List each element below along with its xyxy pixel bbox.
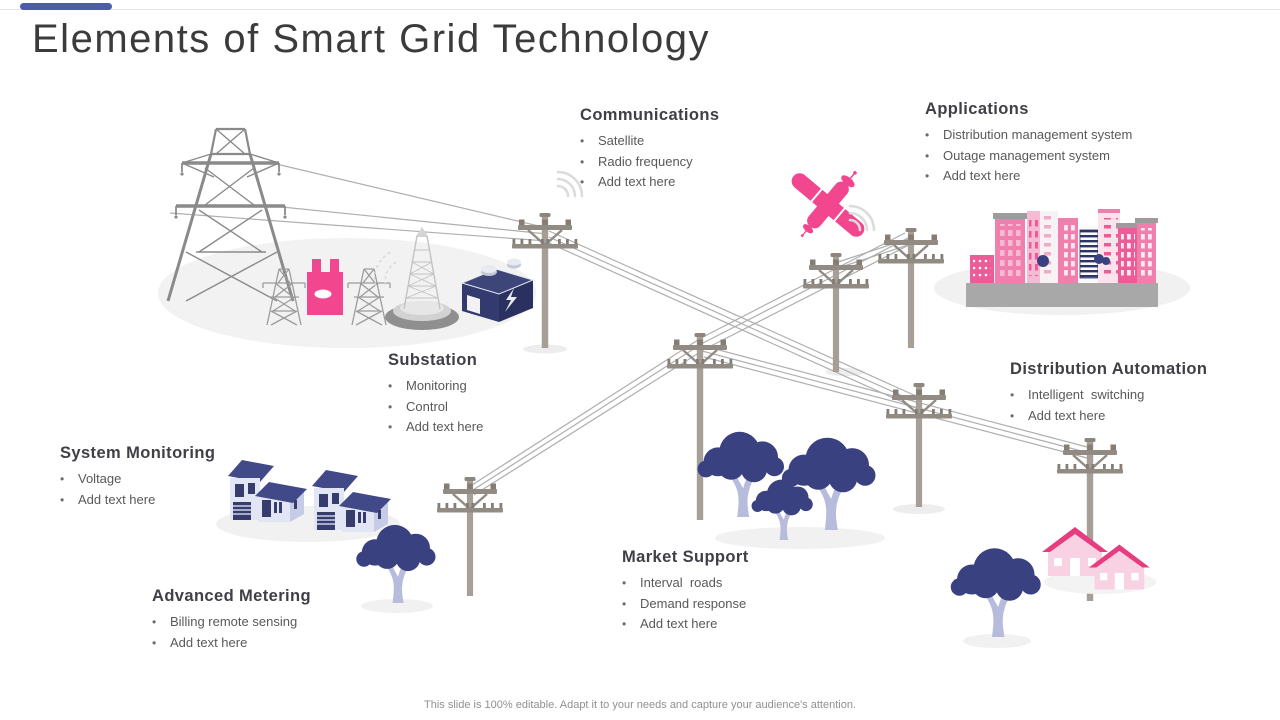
substation-title: Substation <box>388 351 478 369</box>
list-item: • Demand response <box>622 594 749 615</box>
bullet-text: Satellite <box>598 133 645 148</box>
utility-pole-icon <box>884 381 954 507</box>
bullet-text: Voltage <box>78 471 122 486</box>
bullet-text: Add text here <box>406 419 484 434</box>
bullet-dot: • <box>622 596 627 611</box>
suburb-house-icon <box>311 469 392 533</box>
page-title: Elements of Smart Grid Technology <box>32 17 710 61</box>
utility-pole-icon <box>801 251 871 372</box>
bullet-text: Add text here <box>943 168 1021 183</box>
list-item: • Monitoring <box>388 376 483 397</box>
top-divider <box>0 9 1280 10</box>
bullet-text: Add text here <box>78 491 156 507</box>
distribution-automation-title: Distribution Automation <box>1010 360 1208 378</box>
list-item: • Billing remote sensing <box>152 612 311 633</box>
list-item: • Intelligent switching <box>1010 385 1207 406</box>
bullet-text: Radio frequency <box>598 153 693 169</box>
section-advanced-metering: Advanced Metering • Billing remote sensin… <box>152 587 311 653</box>
section-substation: Substation • Monitoring • Control • Add tex… <box>388 351 483 438</box>
bullet-text: Add text here <box>640 616 718 631</box>
bullet-dot: • <box>925 148 930 163</box>
bullet-text: Billing remote sensing <box>170 614 298 629</box>
section-applications: Applications • Distribution management sy… <box>925 100 1132 187</box>
distribution-automation-list: • Intelligent switching • Add text here <box>1010 385 1207 426</box>
system-monitoring-title: System Monitoring <box>60 444 216 462</box>
pink-house-icon <box>1042 527 1156 594</box>
city-buildings-icon <box>966 209 1158 307</box>
tree-icon <box>950 548 1041 637</box>
list-item: • Radio frequency <box>580 152 719 173</box>
telecom-tower-icon <box>373 227 459 330</box>
bullet-dot: • <box>152 635 157 650</box>
list-item: • Add text here <box>60 490 215 511</box>
list-item: • Add text here <box>622 614 749 635</box>
bullet-dot: • <box>388 420 393 434</box>
list-item: • Add text here <box>580 172 719 193</box>
bullet-text: Control <box>406 398 448 414</box>
list-item: • Add text here <box>925 166 1132 187</box>
section-market-support: Market Support • Interval roads • Demand r… <box>622 548 749 635</box>
bullet-dot: • <box>580 134 585 148</box>
system-monitoring-list: • Voltage • Add text here <box>60 469 215 510</box>
section-communications: Communications • Satellite • Radio frequen… <box>580 106 719 193</box>
section-distribution-automation: Distribution Automation • Intelligent swi… <box>1010 360 1207 426</box>
communications-list: • Satellite • Radio frequency • Add text he… <box>580 131 719 193</box>
bullet-text: Outage management system <box>943 147 1110 163</box>
bullet-text: Add text here <box>170 634 248 650</box>
advanced-metering-list: • Billing remote sensing • Add text here <box>152 612 311 653</box>
bullet-dot: • <box>152 615 157 629</box>
wifi-signal-icon <box>554 167 584 202</box>
substation-list: • Monitoring • Control • Add text here <box>388 376 483 438</box>
list-item: • Add text here <box>388 417 483 438</box>
list-item: • Interval roads <box>622 573 749 594</box>
bullet-dot: • <box>388 399 393 414</box>
list-item: • Distribution management system <box>925 125 1132 146</box>
bullet-dot: • <box>622 576 627 590</box>
bullet-text: Intelligent switching <box>1028 387 1145 402</box>
list-item: • Outage management system <box>925 146 1132 167</box>
list-item: • Add text here <box>1010 406 1207 427</box>
utility-pole-icon <box>435 475 505 596</box>
list-item: • Voltage <box>60 469 215 490</box>
bullet-dot: • <box>388 379 393 393</box>
list-item: • Add text here <box>152 633 311 654</box>
market-support-title: Market Support <box>622 548 749 566</box>
bullet-dot: • <box>60 492 65 507</box>
utility-pole-icon <box>1055 436 1125 601</box>
bullet-dot: • <box>580 154 585 169</box>
satellite-icon <box>791 171 865 238</box>
bullet-text: Add text here <box>1028 407 1106 423</box>
tree-icon <box>781 437 876 530</box>
bullet-dot: • <box>925 128 930 142</box>
market-support-list: • Interval roads • Demand response • Add te… <box>622 573 749 635</box>
bullet-dot: • <box>622 617 627 631</box>
bullet-text: Interval roads <box>640 575 723 590</box>
footer-note: This slide is 100% editable. Adapt it to… <box>424 699 856 711</box>
bullet-text: Monitoring <box>406 378 467 393</box>
bullet-text: Demand response <box>640 595 747 611</box>
bullet-text: Distribution management system <box>943 127 1133 142</box>
bullet-dot: • <box>1010 388 1015 402</box>
communications-title: Communications <box>580 106 720 124</box>
bullet-dot: • <box>580 175 585 189</box>
accent-bar <box>20 3 112 10</box>
bullet-dot: • <box>1010 408 1015 423</box>
applications-list: • Distribution management system • Outage … <box>925 125 1132 187</box>
list-item: • Satellite <box>580 131 719 152</box>
battery-icon <box>460 258 535 322</box>
section-system-monitoring: System Monitoring • Voltage • Add text her… <box>60 444 215 510</box>
suburb-house-icon <box>227 459 308 523</box>
transmission-tower-icon <box>166 127 295 302</box>
applications-title: Applications <box>925 100 1029 118</box>
transformer-icon <box>307 259 343 315</box>
list-item: • Control <box>388 397 483 418</box>
utility-pole-icon <box>876 226 946 348</box>
bullet-text: Add text here <box>598 174 676 189</box>
bullet-dot: • <box>60 472 65 486</box>
utility-pole-icon <box>510 211 580 348</box>
advanced-metering-title: Advanced Metering <box>152 587 311 605</box>
bullet-dot: • <box>925 169 930 183</box>
utility-pole-icon <box>665 331 735 520</box>
